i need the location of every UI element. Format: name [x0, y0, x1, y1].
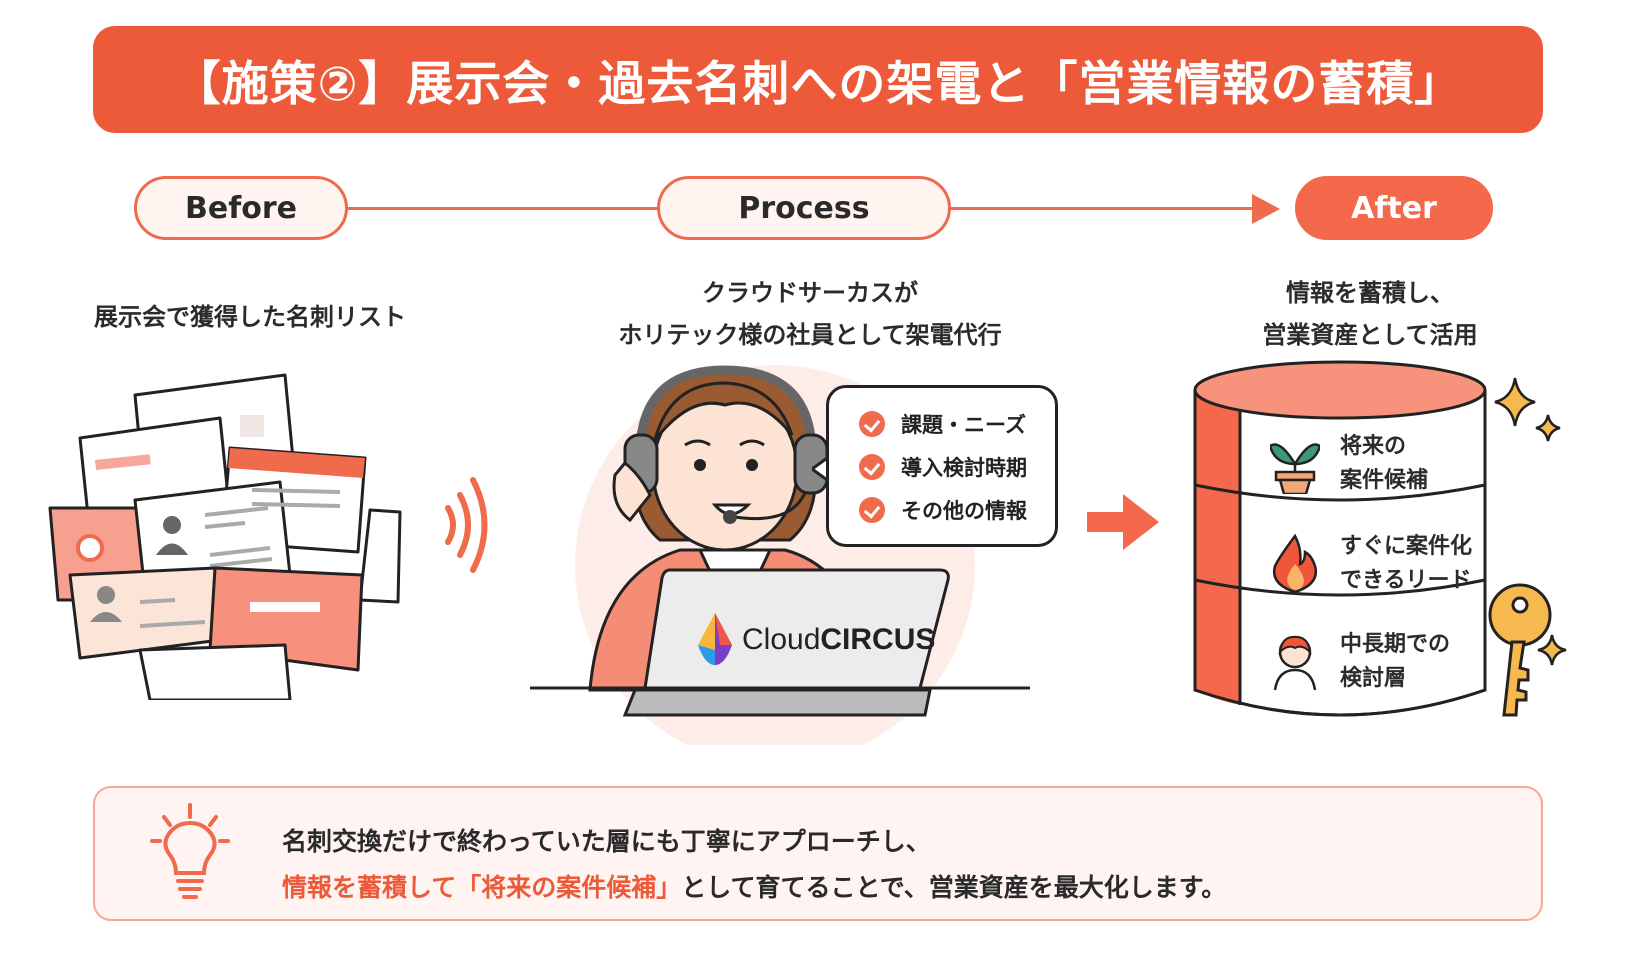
after-caption-line: 情報を蓄積し、 — [1286, 279, 1454, 307]
checklist-item: 導入検討時期 — [859, 445, 1055, 488]
sparkle-icon — [1535, 414, 1561, 442]
layer-label-line: すぐに案件化 — [1340, 534, 1473, 559]
flow-connector-line — [340, 207, 660, 210]
database-layer-future-candidates: 将来の 案件候補 — [1270, 430, 1428, 498]
fire-icon — [1272, 534, 1318, 594]
right-arrow-icon — [1087, 494, 1159, 550]
layer-label-line: 将来の — [1340, 434, 1407, 459]
speech-bubble: 課題・ニーズ 導入検討時期 その他の情報 — [826, 385, 1058, 547]
checklist-label: 導入検討時期 — [901, 455, 1027, 480]
checklist-label: 課題・ニーズ — [901, 412, 1026, 437]
headset-band — [635, 365, 817, 456]
check-icon — [859, 410, 885, 437]
summary-highlight-text: 情報を蓄積して「将来の案件候補」 — [282, 873, 682, 902]
layer-label-line: 中長期での — [1340, 632, 1451, 657]
laptop-base — [622, 688, 932, 717]
cloudcircus-logo-icon — [698, 613, 732, 665]
layer-label-line: できるリード — [1340, 568, 1472, 593]
summary-text: 名刺交換だけで終わっていた層にも丁寧にアプローチし、 — [282, 827, 931, 856]
database-layer-hot-leads: すぐに案件化 できるリード — [1270, 530, 1472, 598]
checklist-label: その他の情報 — [901, 498, 1027, 523]
logo-text-bold: CIRCUS — [820, 623, 935, 656]
checklist-item: その他の情報 — [859, 488, 1055, 531]
plant-icon — [1270, 443, 1320, 494]
step-after-label: After — [1351, 190, 1437, 226]
database-layer-long-term: 中長期での 検討層 — [1270, 628, 1450, 696]
summary-box — [93, 786, 1543, 921]
process-caption: クラウドサーカスが ホリテック様の社員として架電代行 — [560, 272, 1060, 356]
check-icon — [859, 496, 885, 523]
speech-bubble-tail — [812, 456, 830, 482]
sparkle-icon — [1537, 634, 1567, 666]
before-caption: 展示会で獲得した名刺リスト — [60, 296, 440, 338]
after-caption: 情報を蓄積し、 営業資産として活用 — [1210, 272, 1530, 356]
layer-label-line: 案件候補 — [1340, 468, 1429, 493]
flow-arrowhead-icon — [1252, 194, 1280, 224]
signal-waves-icon — [445, 477, 488, 573]
key-icon — [1488, 583, 1552, 717]
database-cylinder-illustration — [1193, 360, 1487, 717]
process-caption-line: クラウドサーカスが — [702, 279, 918, 307]
laptop-logo-text: CloudCIRCUS — [742, 623, 935, 656]
step-after-pill: After — [1295, 176, 1493, 240]
checklist-item: 課題・ニーズ — [859, 402, 1055, 445]
process-caption-line: ホリテック様の社員として架電代行 — [618, 321, 1002, 349]
step-before-label: Before — [184, 190, 298, 226]
page-title: 【施策②】展示会・過去名刺への架電と「営業情報の蓄積」 — [173, 57, 1463, 112]
hand — [612, 460, 652, 523]
card — [358, 508, 402, 604]
summary-line-1: 名刺交換だけで終わっていた層にも丁寧にアプローチし、 — [282, 822, 931, 858]
layer-label-line: 検討層 — [1340, 666, 1407, 691]
summary-line-2: 情報を蓄積して「将来の案件候補」として育てることで、営業資産を最大化します。 — [282, 868, 1226, 904]
business-cards-illustration — [48, 373, 402, 700]
lightbulb-icon — [150, 803, 230, 899]
step-process-pill: Process — [657, 176, 951, 240]
card — [68, 566, 222, 660]
card — [208, 566, 364, 672]
step-process-label: Process — [738, 190, 870, 226]
summary-text: として育てることで、営業資産を最大化します。 — [681, 873, 1227, 902]
person-icon — [1273, 635, 1317, 691]
logo-text-light: Cloud — [742, 623, 820, 656]
sparkle-icon — [1494, 377, 1536, 427]
check-icon — [859, 453, 885, 480]
card — [138, 643, 292, 700]
step-before-pill: Before — [134, 176, 348, 240]
sparkle-and-key-decoration — [1488, 377, 1567, 717]
after-caption-line: 営業資産として活用 — [1262, 321, 1478, 349]
title-banner: 【施策②】展示会・過去名刺への架電と「営業情報の蓄積」 — [93, 26, 1543, 133]
before-caption-line: 展示会で獲得した名刺リスト — [94, 303, 406, 331]
flow-connector-line — [935, 207, 1255, 210]
